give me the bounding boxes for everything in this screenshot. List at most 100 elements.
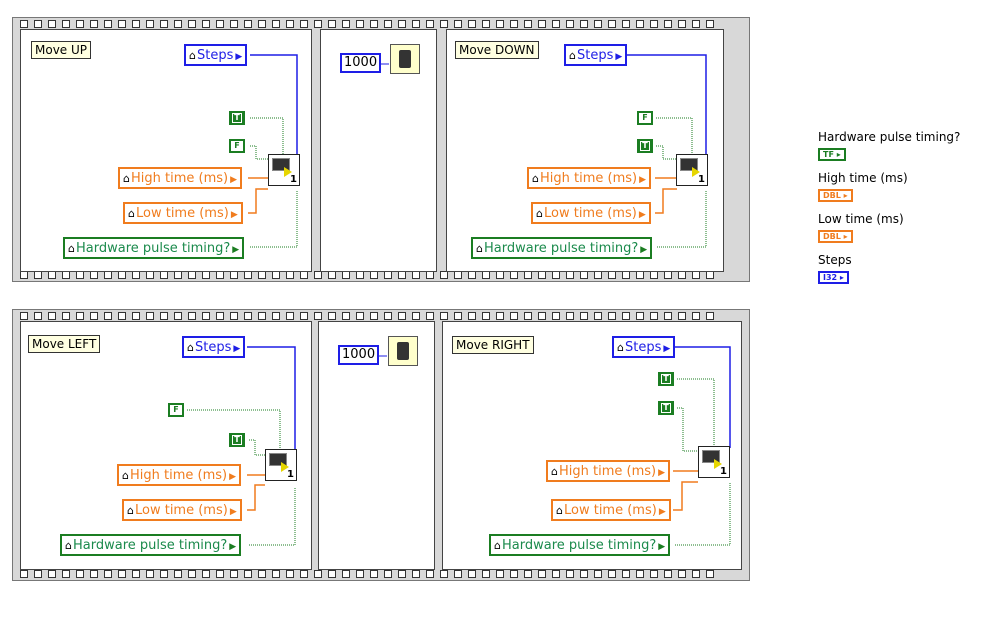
perforation-hole — [230, 570, 238, 578]
high-time-local-variable[interactable]: ⌂High time (ms)▶ — [546, 460, 670, 482]
perforation-hole — [384, 20, 392, 28]
perforation-hole — [426, 20, 434, 28]
hardware-timing-local-variable[interactable]: ⌂Hardware pulse timing?▶ — [63, 237, 245, 259]
house-icon: ⌂ — [123, 172, 130, 185]
house-icon: ⌂ — [536, 207, 543, 220]
high-time-local-variable[interactable]: ⌂High time (ms)▶ — [117, 464, 241, 486]
perforation-hole — [538, 570, 546, 578]
boolean-constant-true[interactable]: T — [658, 372, 674, 386]
perforation-hole — [342, 570, 350, 578]
perforation-hole — [580, 570, 588, 578]
perforation-hole — [580, 20, 588, 28]
wait-ms-constant[interactable]: 1000 — [340, 53, 382, 73]
perforation-hole — [34, 570, 42, 578]
perforation-hole — [496, 271, 504, 279]
perforation-hole — [482, 312, 490, 320]
perforation-hole — [342, 20, 350, 28]
perforation-hole — [454, 570, 462, 578]
perforation-hole — [20, 271, 28, 279]
steps-local-variable[interactable]: ⌂Steps▶ — [182, 336, 246, 358]
steps-local-variable[interactable]: ⌂Steps▶ — [184, 44, 248, 66]
boolean-constant-false[interactable]: F — [637, 111, 653, 125]
perforation-hole — [622, 271, 630, 279]
control-terminal-high-time[interactable]: DBL ▸ — [818, 189, 853, 202]
perforation-hole — [328, 20, 336, 28]
perforation-hole — [594, 271, 602, 279]
frame-move-right[interactable] — [442, 321, 742, 570]
wait-ms-function[interactable] — [388, 336, 418, 366]
wait-ms-function[interactable] — [390, 44, 420, 74]
perforation-hole — [34, 20, 42, 28]
house-icon: ⌂ — [494, 539, 501, 552]
high-time-local-variable[interactable]: ⌂High time (ms)▶ — [527, 167, 651, 189]
hardware-timing-local-variable[interactable]: ⌂Hardware pulse timing?▶ — [471, 237, 653, 259]
perforation-hole — [118, 312, 126, 320]
perforation-hole — [692, 312, 700, 320]
steps-local-variable[interactable]: ⌂Steps▶ — [564, 44, 628, 66]
low-time-local-variable[interactable]: ⌂Low time (ms)▶ — [531, 202, 651, 224]
perforation-hole — [356, 312, 364, 320]
control-terminal-hardware-timing[interactable]: TF ▸ — [818, 148, 846, 161]
wait-ms-constant[interactable]: 1000 — [338, 345, 380, 365]
perforation-hole — [314, 20, 322, 28]
low-time-local-variable[interactable]: ⌂Low time (ms)▶ — [551, 499, 671, 521]
house-icon: ⌂ — [128, 207, 135, 220]
house-icon: ⌂ — [189, 49, 196, 62]
pulse-generator-subvi[interactable]: 1 — [698, 446, 730, 478]
perforation-hole — [258, 570, 266, 578]
low-time-local-variable[interactable]: ⌂Low time (ms)▶ — [123, 202, 243, 224]
perforation-hole — [706, 271, 714, 279]
triangle-right-icon: ▶ — [229, 472, 236, 482]
perforation-hole — [48, 312, 56, 320]
frame-move-left[interactable] — [20, 321, 312, 570]
perforation-hole — [76, 20, 84, 28]
perforation-hole — [398, 20, 406, 28]
sequence-perforation — [13, 269, 749, 281]
perforation-hole — [174, 271, 182, 279]
boolean-constant-true[interactable]: T — [229, 433, 245, 447]
perforation-hole — [524, 20, 532, 28]
control-label: Hardware pulse timing? — [818, 130, 961, 144]
perforation-hole — [244, 271, 252, 279]
boolean-constant-false[interactable]: F — [168, 403, 184, 417]
triangle-right-icon: ▶ — [639, 175, 646, 185]
pulse-generator-subvi[interactable]: 1 — [268, 154, 300, 186]
triangle-right-icon: ▶ — [615, 52, 623, 62]
boolean-constant-true[interactable]: T — [658, 401, 674, 415]
hardware-timing-local-variable[interactable]: ⌂Hardware pulse timing?▶ — [60, 534, 242, 556]
perforation-hole — [328, 570, 336, 578]
control-label: Low time (ms) — [818, 212, 904, 226]
boolean-constant-true[interactable]: T — [637, 139, 653, 153]
hardware-timing-local-variable[interactable]: ⌂Hardware pulse timing?▶ — [489, 534, 671, 556]
perforation-hole — [202, 20, 210, 28]
house-icon: ⌂ — [68, 242, 75, 255]
perforation-hole — [692, 271, 700, 279]
perforation-hole — [342, 312, 350, 320]
perforation-hole — [104, 271, 112, 279]
control-terminal-steps[interactable]: I32 ▸ — [818, 271, 849, 284]
perforation-hole — [678, 570, 686, 578]
perforation-hole — [328, 271, 336, 279]
perforation-hole — [552, 570, 560, 578]
pulse-generator-subvi[interactable]: 1 — [265, 449, 297, 481]
perforation-hole — [356, 570, 364, 578]
perforation-hole — [370, 271, 378, 279]
low-time-local-variable[interactable]: ⌂Low time (ms)▶ — [122, 499, 242, 521]
perforation-hole — [384, 570, 392, 578]
perforation-hole — [300, 570, 308, 578]
frame-move-up[interactable] — [20, 29, 312, 272]
perforation-hole — [594, 20, 602, 28]
perforation-hole — [454, 312, 462, 320]
pulse-generator-subvi[interactable]: 1 — [676, 154, 708, 186]
high-time-local-variable[interactable]: ⌂High time (ms)▶ — [118, 167, 242, 189]
boolean-constant-false[interactable]: F — [229, 139, 245, 153]
wristwatch-icon — [399, 50, 411, 68]
perforation-hole — [174, 570, 182, 578]
perforation-hole — [146, 312, 154, 320]
triangle-right-icon: ▶ — [658, 468, 665, 478]
steps-local-variable[interactable]: ⌂Steps▶ — [612, 336, 676, 358]
boolean-constant-true[interactable]: T — [229, 111, 245, 125]
triangle-right-icon: ▶ — [663, 344, 671, 354]
control-terminal-low-time[interactable]: DBL ▸ — [818, 230, 853, 243]
perforation-hole — [202, 312, 210, 320]
